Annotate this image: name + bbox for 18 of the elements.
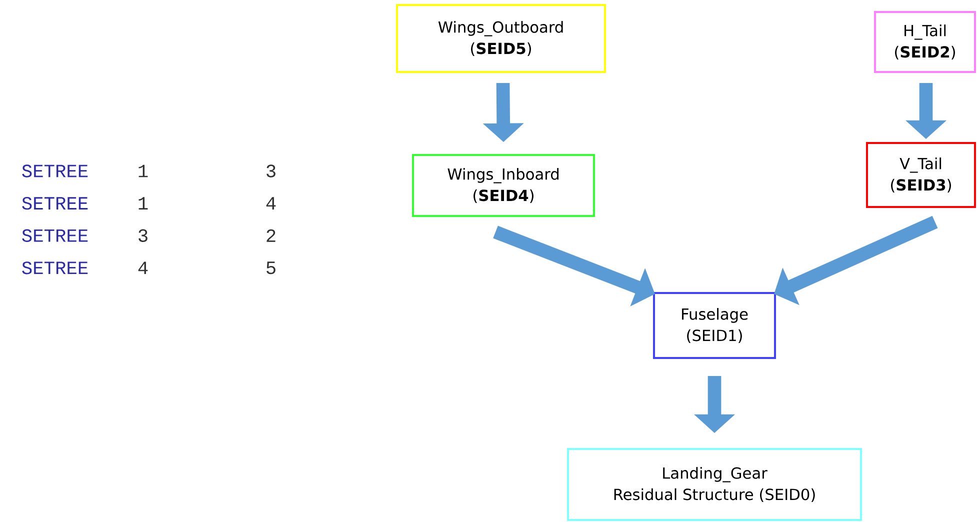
table-cell: 5	[266, 262, 276, 274]
table-cell: 4	[138, 262, 148, 274]
table-cell: 4	[266, 197, 276, 210]
table-cell: SETREE	[22, 164, 88, 178]
table-cell: 2	[266, 229, 276, 242]
component-box: H_Tail (SEID2)	[874, 11, 976, 73]
component-box: V_Tail (SEID3)	[866, 142, 976, 208]
table-cell: SETREE	[22, 262, 88, 274]
table-cell: 3	[266, 164, 276, 178]
component-box: Wings_Outboard (SEID5)	[396, 4, 606, 73]
table-cell: SETREE	[22, 229, 88, 242]
component-box: Wings_Inboard (SEID4)	[412, 154, 595, 217]
table-cell: 3	[138, 229, 148, 242]
table-cell: 1	[138, 164, 148, 178]
component-box: Landing_Gear Residual Structure (SEID0)	[567, 448, 862, 521]
component-box: Fuselage (SEID1)	[653, 292, 776, 359]
table-cell: 1	[138, 197, 148, 210]
table-cell: SETREE	[22, 196, 88, 210]
